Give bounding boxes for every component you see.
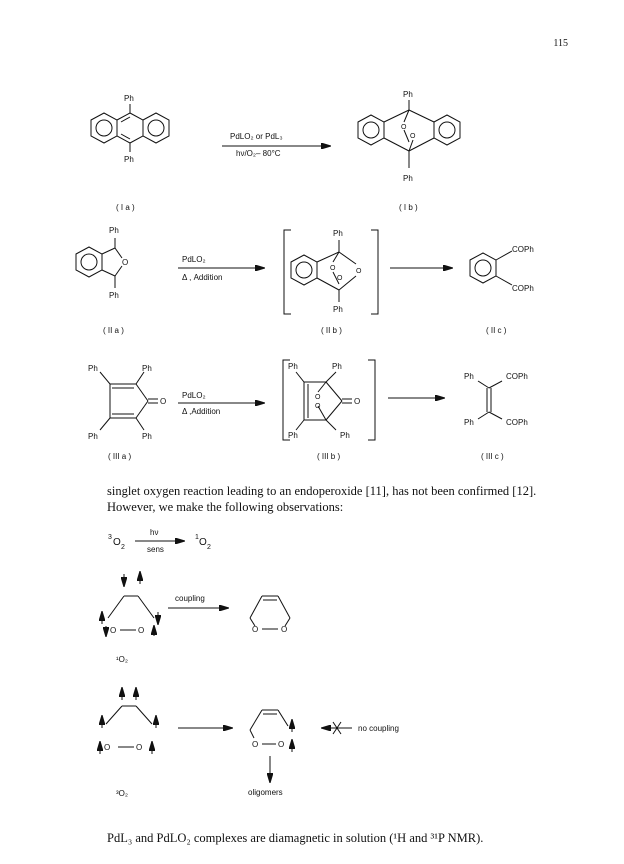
s2-int-o2: O <box>337 275 343 282</box>
s4-oxygen-label: ¹O₂ <box>116 655 128 664</box>
s3-reactant-o: O <box>160 397 166 406</box>
s3-reactant-ph-br: Ph <box>142 432 152 441</box>
s3-condition-below: Δ ,Addition <box>182 407 220 416</box>
eq-arrow-above: hν <box>150 528 158 537</box>
eq-product-sub: 2 <box>207 544 211 551</box>
s2-int-o1: O <box>330 265 336 272</box>
eq-reactant-sub: 2 <box>121 544 125 551</box>
s3-int-o2: O <box>315 403 321 410</box>
diphenylanthracene-structure <box>90 104 170 152</box>
s3-reactant-ph-tl: Ph <box>88 364 98 373</box>
s5-oxygen-label: ³O₂ <box>116 789 128 798</box>
s2-prod-coph-2: COPh <box>512 284 534 293</box>
s2-reactant-o: O <box>122 258 128 267</box>
diphenylisobenzofuran-structure <box>75 238 123 288</box>
paragraph-line-2: However, we make the following observati… <box>107 500 344 514</box>
s1-reactant-label: ( I a ) <box>116 203 135 212</box>
s2-reactant-ph-top: Ph <box>109 226 119 235</box>
dihydrodioxin-structure <box>249 595 291 630</box>
s4-product-o2: O <box>281 625 287 634</box>
s5-no-coupling-label: no coupling <box>358 724 399 733</box>
singlet-oxygen-equation: 3 O 2 hν sens 1 O 2 <box>108 528 211 554</box>
diene-diradical-singlet <box>102 572 158 636</box>
s2-reactant-ph-bottom: Ph <box>109 291 119 300</box>
eq-reactant-super: 3 <box>108 534 112 541</box>
s2-prod-label: ( II c ) <box>486 326 507 335</box>
eq-reactant: O <box>113 537 121 548</box>
dibenzoylbenzene-structure <box>469 250 513 286</box>
s2-condition-above: PdLO₂ <box>182 255 206 264</box>
scheme-1: Ph Ph ( I a ) PdLO₂ or PdL₃ hν/O₂– 80°C <box>90 90 461 212</box>
s1-condition-above: PdLO₂ or PdL₃ <box>230 132 283 141</box>
s3-prod-ph-bottom: Ph <box>464 418 474 427</box>
eq-product-super: 1 <box>195 534 199 541</box>
scheme-3: Ph Ph Ph Ph O ( III a ) PdLO₂ Δ ,Additio… <box>88 359 528 461</box>
s3-int-ph-tr: Ph <box>332 362 342 371</box>
s4-arrow-label: coupling <box>175 594 205 603</box>
s3-int-o1: O <box>315 394 321 401</box>
s1-product-ph-top: Ph <box>403 90 413 99</box>
s5-oligomers-label: oligomers <box>248 788 283 797</box>
isobenzofuran-endoperoxide-structure <box>290 240 357 302</box>
s1-reactant-ph-top: Ph <box>124 94 134 103</box>
s3-reactant-ph-tr: Ph <box>142 364 152 373</box>
eq-product: O <box>199 537 207 548</box>
s3-prod-ph-top: Ph <box>464 372 474 381</box>
s2-condition-below: Δ , Addition <box>182 273 222 282</box>
tetraphenylcyclopentadienone-structure <box>99 371 158 431</box>
s2-int-label: ( II b ) <box>321 326 342 335</box>
s3-int-o3: O <box>354 397 360 406</box>
scheme-2: O Ph Ph ( II a ) PdLO₂ Δ , Addition <box>75 226 534 335</box>
footer-sentence: PdL₃ and PdLO₂ complexes are diamagnetic… <box>107 831 484 845</box>
s1-product-label: ( I b ) <box>399 203 418 212</box>
anthracene-endoperoxide-structure <box>357 100 461 168</box>
s5-o-right: O <box>136 743 142 752</box>
s3-int-ph-tl: Ph <box>288 362 298 371</box>
s3-condition-above: PdLO₂ <box>182 391 206 400</box>
s1-product-o2: O <box>410 133 416 140</box>
scheme-4-singlet: O O ¹O₂ coupling O O <box>102 572 291 664</box>
s2-prod-coph-1: COPh <box>512 245 534 254</box>
s1-condition-below: hν/O₂– 80°C <box>236 149 281 158</box>
s3-prod-coph-top: COPh <box>506 372 528 381</box>
scheme-5-triplet: O O ³O₂ O O oligomers <box>100 688 399 798</box>
s4-product-o1: O <box>252 625 258 634</box>
page-number: 115 <box>553 38 568 49</box>
s5-product-o2: O <box>278 740 284 749</box>
s3-int-ph-bl: Ph <box>288 431 298 440</box>
open-peroxide-diradical <box>249 709 292 782</box>
s3-reactant-ph-bl: Ph <box>88 432 98 441</box>
tetraphenyl-endoperoxide-structure <box>295 371 352 431</box>
s3-prod-coph-bottom: COPh <box>506 418 528 427</box>
s2-int-ph-bottom: Ph <box>333 305 343 314</box>
s3-int-label: ( III b ) <box>317 452 340 461</box>
s2-int-ph-top: Ph <box>333 229 343 238</box>
eq-arrow-below: sens <box>147 545 164 554</box>
s4-o-left: O <box>110 626 116 635</box>
s5-product-o1: O <box>252 740 258 749</box>
s5-o-left: O <box>104 743 110 752</box>
s1-product-o1: O <box>401 124 407 131</box>
s2-int-o3: O <box>356 268 362 275</box>
s4-o-right: O <box>138 626 144 635</box>
paragraph-line-1: singlet oxygen reaction leading to an en… <box>107 484 537 498</box>
diene-diradical-triplet <box>100 688 156 754</box>
s3-prod-label: ( III c ) <box>481 452 504 461</box>
s1-reactant-ph-bottom: Ph <box>124 155 134 164</box>
s3-int-ph-br: Ph <box>340 431 350 440</box>
s3-reactant-label: ( III a ) <box>108 452 131 461</box>
no-coupling-arrow <box>322 721 352 735</box>
s1-product-ph-bottom: Ph <box>403 174 413 183</box>
dibenzoylstilbene-structure <box>477 380 503 420</box>
s2-reactant-label: ( II a ) <box>103 326 124 335</box>
